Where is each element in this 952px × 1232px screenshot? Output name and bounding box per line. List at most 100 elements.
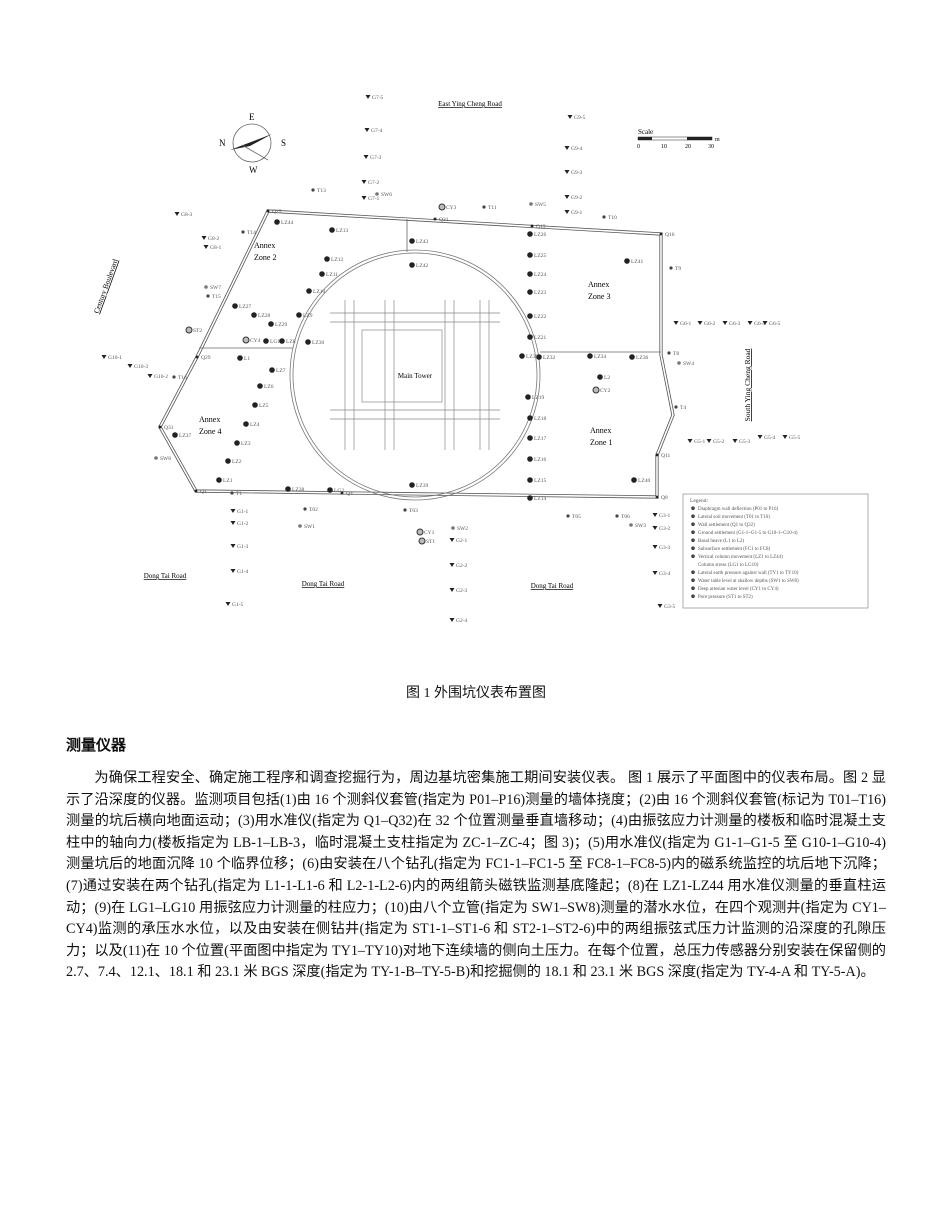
marker-g6-4: G6-4 bbox=[747, 321, 766, 327]
cy-marker-icon bbox=[242, 336, 250, 344]
legend-symbol-icon bbox=[691, 570, 695, 574]
legend-item: Water table level at shallow depths (SW1… bbox=[698, 579, 799, 584]
marker-g3-1: G3-1 bbox=[652, 513, 671, 519]
g-marker-icon bbox=[449, 618, 455, 622]
marker-label: LZ21 bbox=[534, 335, 546, 341]
marker-label: G7-2 bbox=[368, 180, 380, 186]
legend-item: Wall settlement (Q1 to Q32) bbox=[698, 523, 755, 528]
zone4-label: Annex bbox=[199, 415, 220, 424]
marker-label: L2 bbox=[604, 375, 610, 381]
marker-lz13: LZ13 bbox=[329, 227, 348, 234]
zone3-label: Annex bbox=[588, 280, 609, 289]
figure-caption: 图 1 外围坑仪表布置图 bbox=[406, 686, 546, 701]
compass-rose: E N S W bbox=[219, 112, 286, 175]
marker-label: G10-2 bbox=[154, 374, 168, 380]
g-marker-icon bbox=[652, 526, 658, 530]
marker-g2-4: G2-4 bbox=[449, 618, 468, 624]
col-marker-icon bbox=[527, 289, 533, 295]
g-marker-icon bbox=[363, 155, 369, 159]
g-marker-icon bbox=[567, 115, 573, 119]
marker-label: G6-2 bbox=[704, 321, 716, 327]
marker-g9-1: G9-1 bbox=[564, 210, 583, 216]
col-marker-icon bbox=[216, 477, 222, 483]
col-marker-icon bbox=[527, 435, 533, 441]
marker-label: G6-4 bbox=[754, 321, 766, 327]
marker-label: G1-3 bbox=[237, 544, 249, 550]
marker-label: SW5 bbox=[535, 202, 546, 208]
marker-label: G6-1 bbox=[680, 321, 692, 327]
marker-q11: Q11 bbox=[655, 453, 671, 459]
marker-lz22: LZ22 bbox=[527, 313, 546, 320]
marker-lz10: LZ10 bbox=[306, 288, 325, 295]
marker-lz12: LZ12 bbox=[324, 256, 343, 263]
g-marker-icon bbox=[722, 321, 728, 325]
marker-label: G5-1 bbox=[694, 439, 706, 445]
marker-label: LZ41 bbox=[631, 259, 643, 265]
marker-st1: ST1 bbox=[418, 537, 435, 545]
marker-g1-3: G1-3 bbox=[230, 544, 249, 550]
q-marker-icon bbox=[433, 217, 437, 221]
compass-south: S bbox=[281, 138, 286, 148]
t-marker-icon bbox=[482, 205, 486, 209]
g-marker-icon bbox=[449, 588, 455, 592]
marker-q8: Q8 bbox=[655, 495, 668, 501]
sw-marker-icon bbox=[529, 202, 533, 206]
marker-label: LZ9 bbox=[303, 313, 313, 319]
col-marker-icon bbox=[251, 312, 257, 318]
g-marker-icon bbox=[652, 545, 658, 549]
marker-lz30: LZ30 bbox=[305, 339, 324, 346]
marker-label: CY4 bbox=[250, 338, 261, 344]
marker-label: LZ22 bbox=[534, 314, 546, 320]
marker-lz3: LZ3 bbox=[234, 440, 251, 447]
marker-st2: ST2 bbox=[185, 326, 202, 334]
marker-label: LZ28 bbox=[258, 313, 270, 319]
marker-label: Q1 bbox=[200, 489, 207, 495]
t-marker-icon bbox=[615, 514, 619, 518]
marker-label: LZ2 bbox=[232, 459, 242, 465]
marker-sw7: SW7 bbox=[204, 285, 221, 291]
g-marker-icon bbox=[230, 544, 236, 548]
g-marker-icon bbox=[757, 435, 763, 439]
legend-symbol-icon bbox=[691, 554, 695, 558]
marker-label: T1 bbox=[236, 491, 242, 497]
marker-label: G9-5 bbox=[574, 115, 586, 121]
t-marker-icon bbox=[602, 215, 606, 219]
g-marker-icon bbox=[697, 321, 703, 325]
marker-label: LZ14 bbox=[534, 496, 546, 502]
marker-lz28: LZ28 bbox=[251, 312, 270, 319]
legend-symbol-icon bbox=[691, 506, 695, 511]
q-marker-icon bbox=[530, 224, 534, 228]
zone4-label: Zone 4 bbox=[199, 427, 221, 436]
marker-label: T02 bbox=[309, 507, 318, 513]
marker-label: G9-3 bbox=[571, 170, 583, 176]
marker-label: LZ30 bbox=[312, 340, 324, 346]
marker-label: Q29 bbox=[201, 355, 211, 361]
marker-label: LZ12 bbox=[331, 257, 343, 263]
marker-label: Q19 bbox=[536, 224, 546, 230]
col-marker-icon bbox=[237, 355, 243, 361]
g-marker-icon bbox=[564, 170, 570, 174]
col-marker-icon bbox=[629, 354, 635, 360]
marker-label: ST1 bbox=[426, 539, 435, 545]
col-marker-icon bbox=[587, 353, 593, 359]
marker-label: LZ26 bbox=[534, 232, 546, 238]
marker-lz43: LZ43 bbox=[409, 238, 428, 245]
g-marker-icon bbox=[449, 563, 455, 567]
marker-q29: Q29 bbox=[195, 355, 211, 361]
marker-label: LZ6 bbox=[264, 384, 274, 390]
g-marker-icon bbox=[365, 95, 371, 99]
q-marker-icon bbox=[266, 209, 270, 213]
marker-sw6: SW6 bbox=[375, 192, 392, 198]
q-marker-icon bbox=[195, 355, 199, 359]
col-marker-icon bbox=[257, 383, 263, 389]
marker-q16: Q16 bbox=[659, 232, 675, 238]
col-marker-icon bbox=[232, 303, 238, 309]
legend-item: Pore pressure (ST1 to ST2) bbox=[698, 595, 753, 600]
section-heading: 测量仪器 bbox=[66, 736, 127, 754]
marker-label: LZ29 bbox=[275, 322, 287, 328]
marker-label: Q21 bbox=[439, 217, 449, 223]
sw-marker-icon bbox=[629, 523, 633, 527]
col-marker-icon bbox=[279, 338, 285, 344]
marker-label: LZ44 bbox=[281, 220, 293, 226]
marker-lz31: LZ31 bbox=[519, 353, 538, 360]
